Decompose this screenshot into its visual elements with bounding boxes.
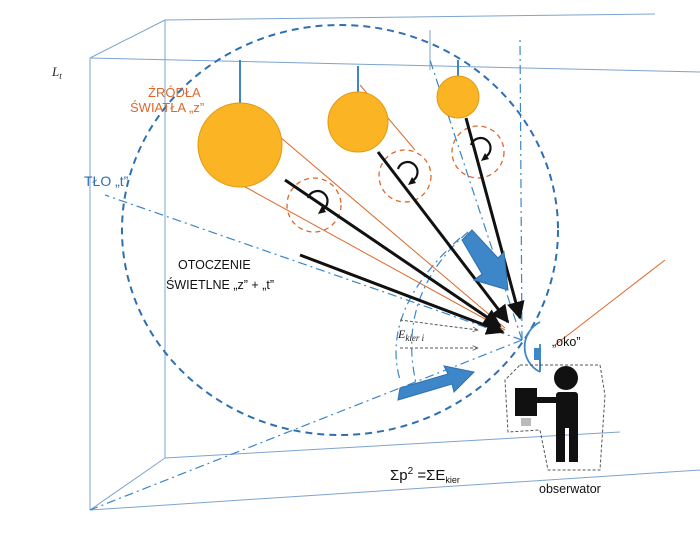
observer-figure (504, 364, 606, 471)
eye-label: „oko” (552, 335, 580, 349)
surround-label-line1: OTOCZENIE (178, 258, 251, 272)
formula: Σp2 =ΣEkier (390, 466, 460, 485)
rotation-markers (286, 125, 505, 233)
orange-rays (237, 84, 666, 346)
diagram-labels: Lt ŹRÓDŁA ŚWIATŁA „z” TŁO „t” OTOCZENIE … (51, 64, 601, 496)
ekier-arrows (399, 319, 478, 348)
surround-label-line2: ŚWIETLNE „z” + „t” (166, 277, 274, 292)
room-box (89, 13, 700, 511)
light-source-medium (327, 91, 389, 153)
lt-label: Lt (51, 64, 62, 81)
background-label: TŁO „t” (84, 173, 129, 189)
light-sources (197, 75, 480, 188)
lamp-cords (239, 60, 459, 105)
observer-label: obserwator (539, 482, 601, 496)
light-source-large (197, 102, 283, 188)
blue-block-arrows (397, 229, 509, 401)
black-arrows (284, 117, 525, 335)
light-source-small (436, 75, 480, 119)
ekier-label: Ekier i (397, 327, 425, 343)
light-sources-label-line1: ŹRÓDŁA (148, 85, 201, 100)
light-sources-label-line2: ŚWIATŁA „z” (130, 100, 204, 115)
surround-ellipse (121, 24, 559, 436)
eye-symbol (523, 321, 541, 373)
